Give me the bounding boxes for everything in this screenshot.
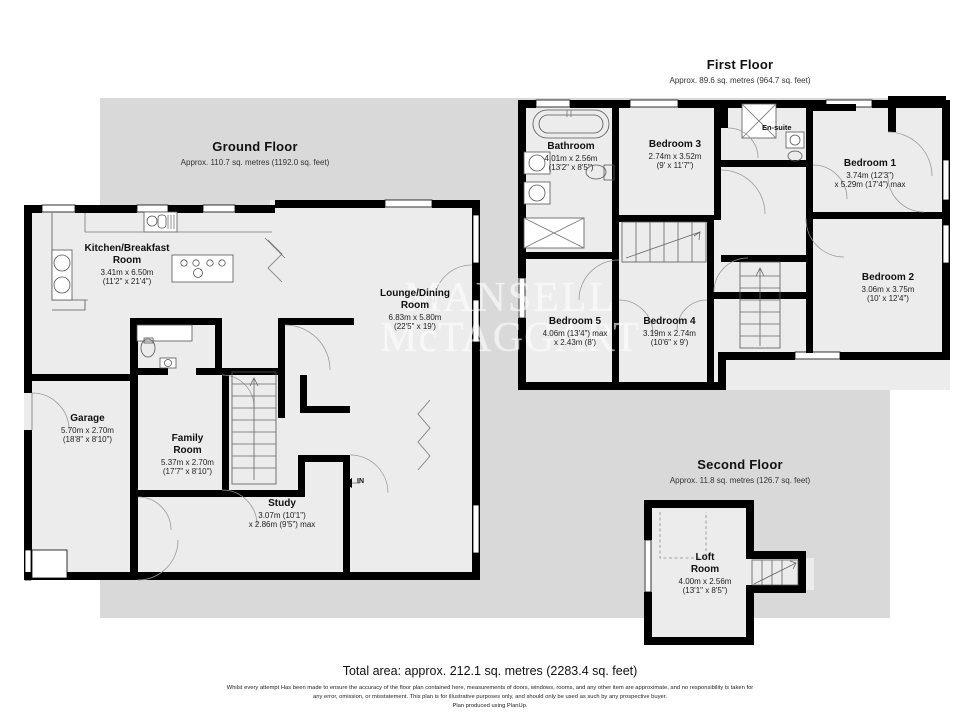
ground-floor-door-swings — [31, 237, 473, 581]
room-dim-imperial: (10' x 12'4") — [867, 294, 909, 304]
room-name: Loft Room — [690, 552, 720, 575]
second-floor-plan — [644, 500, 814, 645]
room-name: Garage — [70, 413, 105, 424]
first-floor-fill — [518, 100, 950, 390]
floor-title-first-name: First Floor — [706, 57, 774, 72]
total-area-text: Total area: approx. 212.1 sq. metres (22… — [342, 664, 638, 678]
room-name: Bedroom 5 — [548, 316, 602, 327]
room-dim-imperial: (18'8" x 8'10") — [62, 435, 113, 445]
floor-title-ground: Ground Floor Approx. 110.7 sq. metres (1… — [130, 139, 380, 167]
second-floor-fill — [644, 500, 814, 645]
room-name: Bathroom — [547, 141, 595, 152]
disclaimer-line-2: any error, omission, or misstatement. Th… — [313, 693, 667, 700]
disclaimer-line-1: Whilst every attempt Has been made to en… — [226, 685, 754, 691]
room-label-bathroom: Bathroom 4.01m x 2.56m (13'2" x 8'5") — [516, 141, 626, 173]
second-floor-walls — [644, 500, 806, 645]
room-dim-imperial: (11'2" x 21'4") — [102, 277, 152, 287]
floor-title-second-area: Approx. 11.8 sq. metres (126.7 sq. feet) — [669, 475, 811, 485]
floor-title-second: Second Floor Approx. 11.8 sq. metres (12… — [615, 457, 865, 485]
first-floor-interior-walls — [518, 100, 946, 385]
room-dim-metric: 4.00m x 2.56m — [678, 576, 732, 586]
room-name: Bedroom 2 — [861, 272, 915, 283]
floor-title-first: First Floor Approx. 89.6 sq. metres (964… — [615, 57, 865, 85]
bathroom-fixtures — [523, 109, 615, 249]
room-dim-imperial: (22'5" x 19') — [394, 322, 436, 332]
room-dim-metric: 3.19m x 2.74m — [643, 328, 696, 338]
loft-eaves-outline — [659, 512, 707, 559]
floor-title-first-area: Approx. 89.6 sq. metres (964.7 sq. feet) — [669, 75, 811, 85]
room-dim-metric: 3.74m (12'3") — [846, 170, 894, 180]
floor-title-ground-area: Approx. 110.7 sq. metres (1192.0 sq. fee… — [180, 157, 330, 167]
room-name: Bedroom 3 — [648, 139, 702, 150]
room-name: Family Room — [171, 433, 204, 456]
room-name: Lounge/Dining Room — [380, 288, 450, 311]
room-dim-imperial: (9' x 11'7") — [656, 161, 694, 171]
room-label-loft-room: Loft Room 4.00m x 2.56m (13'1" x 8'5") — [650, 552, 760, 595]
floor-title-ground-name: Ground Floor — [212, 139, 298, 154]
second-floor-staircase — [751, 559, 799, 586]
room-label-bedroom-2: Bedroom 2 3.06m x 3.75m (10' x 12'4") — [828, 272, 948, 304]
room-dim-imperial: (17'7" x 8'10") — [162, 467, 213, 477]
room-label-family-room: Family Room 5.37m x 2.70m (17'7" x 8'10"… — [135, 433, 240, 476]
ground-floor-interior-walls — [130, 318, 354, 573]
first-floor-plan — [518, 96, 950, 390]
room-dim-metric: 6.83m x 5.80m — [388, 312, 442, 322]
room-dim-metric: 2.74m x 3.52m — [648, 151, 702, 161]
room-dim-metric: 3.41m x 6.50m — [100, 267, 154, 277]
room-name: Bedroom 1 — [843, 158, 897, 169]
en-suite-fixtures — [741, 103, 805, 162]
room-name: Bedroom 4 — [643, 316, 696, 327]
ground-floor-plan — [24, 199, 480, 581]
room-dim-imperial: (10'6" x 9') — [650, 338, 689, 348]
room-dim-metric: 3.06m x 3.75m — [861, 284, 915, 294]
first-floor-staircase — [621, 221, 781, 349]
room-dim-metric: 4.01m x 2.56m — [544, 153, 598, 163]
room-name: Kitchen/Breakfast Room — [84, 243, 170, 266]
room-label-study: Study 3.07m (10'1") x 2.86m (9'5") max — [212, 498, 352, 530]
wc-fixtures — [136, 324, 193, 369]
room-dim-imperial: x 2.86m (9'5") max — [248, 520, 316, 530]
room-dim-imperial: (13'1" x 8'5") — [682, 586, 728, 596]
lounge-glazing — [417, 214, 480, 554]
room-label-lounge-dining-room: Lounge/Dining Room 6.83m x 5.80m (22'5" … — [330, 288, 500, 331]
room-label-bedroom-1: Bedroom 1 3.74m (12'3") x 5.29m (17'4") … — [800, 158, 940, 190]
room-dim-metric: 5.37m x 2.70m — [161, 457, 214, 467]
room-dim-imperial: x 5.29m (17'4") max — [834, 180, 906, 190]
room-name: Study — [268, 498, 296, 509]
room-dim-imperial: x 2.43m (8') — [554, 338, 596, 348]
ground-floor-walls — [24, 199, 480, 581]
kitchen-fixtures — [51, 211, 272, 311]
room-label-en-suite: En-suite — [762, 123, 792, 132]
ground-floor-staircase — [231, 371, 277, 485]
floor-title-second-name: Second Floor — [697, 457, 783, 472]
room-dim-imperial: (13'2" x 8'5") — [548, 163, 594, 173]
room-label-bedroom-4: Bedroom 4 3.19m x 2.74m (10'6" x 9') — [612, 316, 727, 348]
room-dim-metric: 5.70m x 2.70m — [61, 425, 114, 435]
room-label-garage: Garage 5.70m x 2.70m (18'8" x 8'10") — [20, 413, 155, 445]
room-dim-metric: 4.06m (13'4") max — [542, 328, 608, 338]
room-label-bedroom-3: Bedroom 3 2.74m x 3.52m (9' x 11'7") — [620, 139, 730, 171]
disclaimer-block: Whilst every attempt Has been made to en… — [90, 684, 890, 711]
disclaimer-line-3: Plan produced using PlanUp. — [452, 702, 528, 709]
first-floor-door-swings — [578, 127, 933, 335]
room-label-bedroom-5: Bedroom 5 4.06m (13'4") max x 2.43m (8') — [510, 316, 640, 348]
room-dim-metric: 3.07m (10'1") — [258, 510, 306, 520]
entrance-in-label: IN — [357, 478, 364, 485]
entrance-in-marker — [344, 478, 360, 488]
room-label-kitchen-breakfast-room: Kitchen/Breakfast Room 3.41m x 6.50m (11… — [42, 243, 212, 286]
